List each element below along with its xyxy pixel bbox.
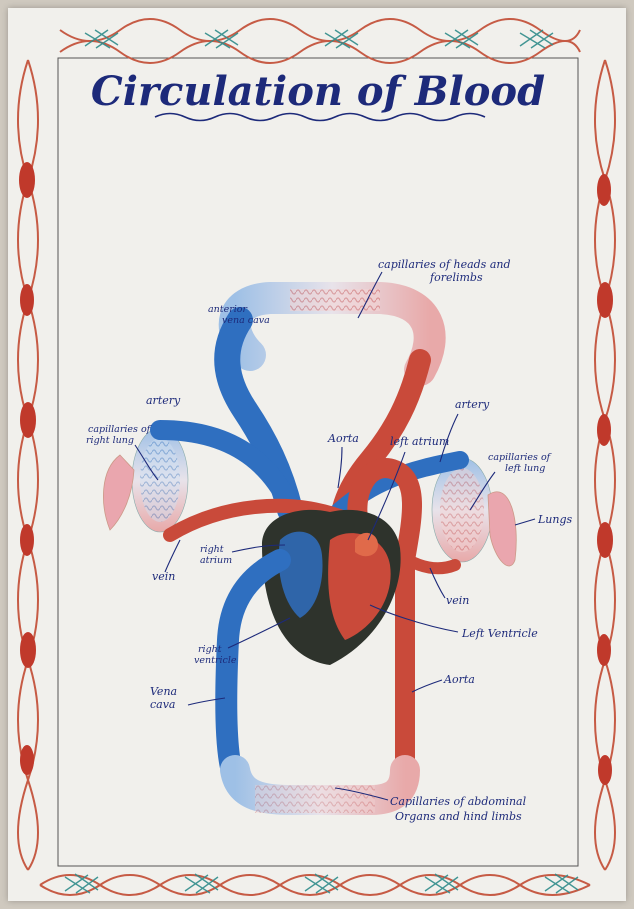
label-vein-left: vein <box>152 570 175 583</box>
label-left-ventricle: Left Ventricle <box>461 627 538 640</box>
label-left-atrium: left atrium <box>390 435 449 448</box>
label-artery-right: artery <box>455 398 490 411</box>
left-atrium-chamber <box>355 533 378 556</box>
label-lungs: Lungs <box>537 513 573 526</box>
label-aorta-top: Aorta <box>327 432 359 445</box>
page-title: Circulation of Blood <box>91 68 545 115</box>
right-lung <box>103 455 134 530</box>
circulation-diagram <box>103 298 516 813</box>
label-vein-right: vein <box>446 594 469 607</box>
left-lung <box>488 492 516 566</box>
label-aorta-lower: Aorta <box>443 673 475 686</box>
label-artery-left: artery <box>146 394 181 407</box>
